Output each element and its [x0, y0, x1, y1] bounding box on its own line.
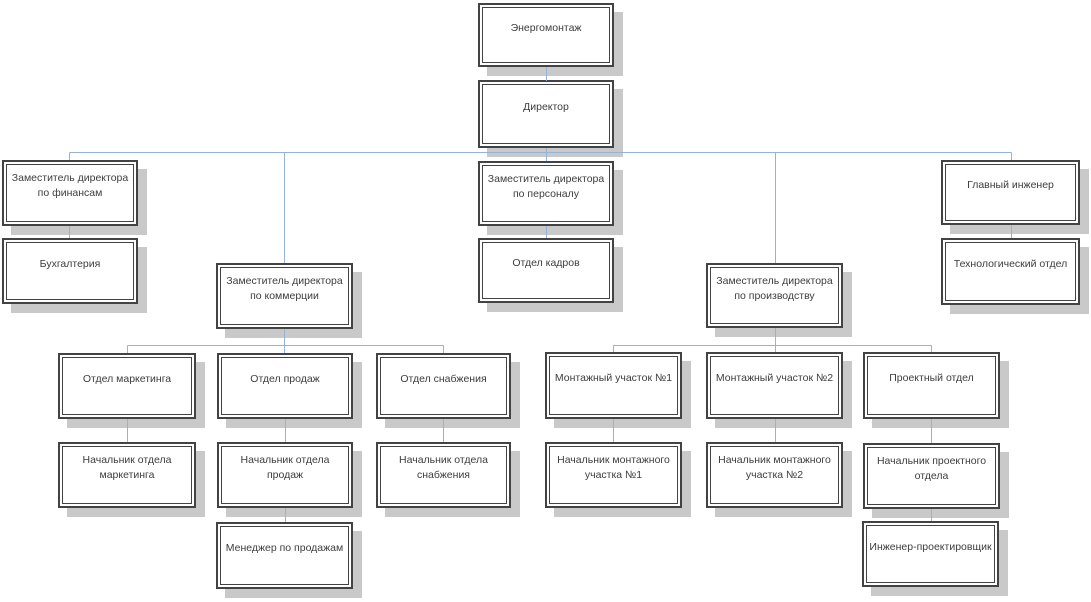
org-node-site1[interactable]: Монтажный участок №1 — [545, 352, 682, 419]
org-node-site1-head[interactable]: Начальник монтажного участка №1 — [545, 442, 682, 508]
org-node-label: Бухгалтерия — [39, 257, 101, 270]
org-node-site2[interactable]: Монтажный участок №2 — [706, 352, 843, 419]
org-node-label: Заместитель директора по коммерции — [226, 275, 343, 302]
org-node-sales-dept[interactable]: Отдел продаж — [217, 353, 353, 419]
org-node-label: Начальник проектного отдела — [876, 455, 987, 482]
org-node-label: Отдел кадров — [512, 257, 580, 269]
org-node-label: Монтажный участок №1 — [554, 372, 673, 384]
org-node-marketing-head[interactable]: Начальник отдела маркетинга — [58, 442, 196, 508]
org-node-label: Заместитель директора по персоналу — [487, 172, 605, 200]
org-node-hr-dept[interactable]: Отдел кадров — [478, 238, 614, 303]
org-node-site2-head[interactable]: Начальник монтажного участка №2 — [706, 442, 843, 508]
org-node-label: Директор — [523, 100, 569, 113]
org-node-deputy-finance[interactable]: Заместитель директора по финансам — [2, 160, 138, 226]
org-node-label: Технологический отдел — [953, 258, 1068, 270]
org-node-label: Инженер-проектировщик — [869, 540, 992, 553]
org-node-label: Менеджер по продажам — [225, 542, 344, 554]
org-node-label: Главный инженер — [967, 179, 1054, 191]
org-node-label: Отдел снабжения — [400, 372, 487, 385]
org-node-label: Отдел маркетинга — [82, 372, 172, 385]
org-node-sales-head[interactable]: Начальник отдела продаж — [217, 442, 353, 508]
org-node-accounting[interactable]: Бухгалтерия — [2, 238, 138, 304]
org-node-sales-manager[interactable]: Менеджер по продажам — [216, 522, 353, 589]
org-node-label: Начальник монтажного участка №1 — [557, 454, 670, 481]
org-node-label: Начальник отдела продаж — [240, 454, 330, 481]
org-node-design-engineer[interactable]: Инженер-проектировщик — [862, 521, 999, 587]
org-node-label: Заместитель директора по финансам — [11, 172, 129, 199]
org-node-deputy-commerce[interactable]: Заместитель директора по коммерции — [216, 263, 353, 329]
org-node-company[interactable]: Энергомонтаж — [478, 3, 614, 67]
org-node-design-dept[interactable]: Проектный отдел — [863, 352, 1000, 419]
org-node-label: Отдел продаж — [250, 372, 320, 385]
org-node-tech-dept[interactable]: Технологический отдел — [941, 238, 1080, 305]
org-node-label: Монтажный участок №2 — [715, 372, 834, 384]
org-node-label: Энергомонтаж — [510, 21, 582, 34]
org-node-marketing-dept[interactable]: Отдел маркетинга — [58, 353, 196, 419]
org-node-chief-engineer[interactable]: Главный инженер — [941, 160, 1080, 225]
org-node-supply-head[interactable]: Начальник отдела снабжения — [376, 442, 511, 508]
org-node-label: Проектный отдел — [889, 372, 974, 384]
org-node-label: Начальник отдела маркетинга — [82, 454, 172, 481]
org-node-label: Заместитель директора по производству — [716, 274, 833, 302]
org-node-label: Начальник монтажного участка №2 — [718, 454, 831, 481]
org-node-deputy-hr[interactable]: Заместитель директора по персоналу — [478, 161, 614, 226]
org-node-design-head[interactable]: Начальник проектного отдела — [863, 443, 1000, 509]
org-node-label: Начальник отдела снабжения — [399, 454, 488, 481]
org-node-deputy-production[interactable]: Заместитель директора по производству — [706, 263, 843, 328]
org-node-director[interactable]: Директор — [478, 80, 614, 148]
org-node-supply-dept[interactable]: Отдел снабжения — [376, 353, 511, 419]
